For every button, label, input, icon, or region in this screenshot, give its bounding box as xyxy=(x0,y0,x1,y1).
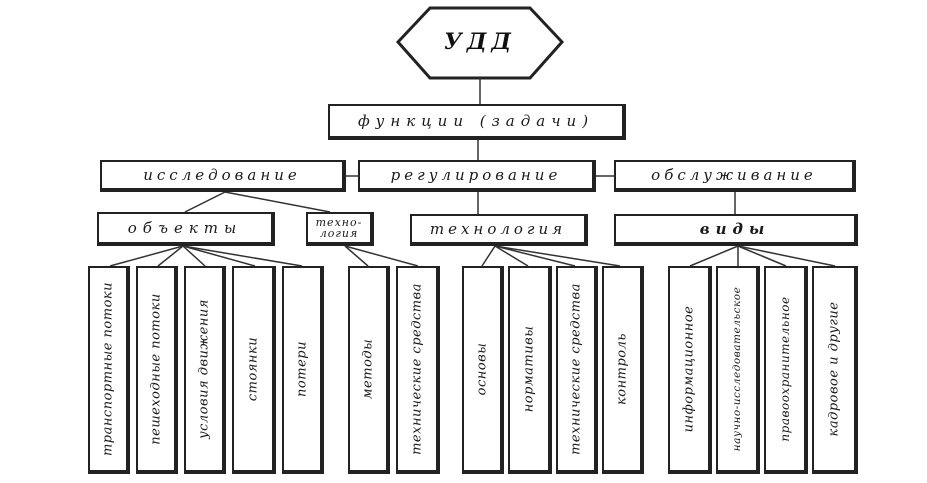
leaf-label: контроль xyxy=(614,333,630,405)
leaf-label: информационное xyxy=(681,305,697,433)
leaf-label: правоохранительное xyxy=(778,296,792,442)
leaf-label: технические средства xyxy=(568,283,584,455)
functions-label: функции (задачи) xyxy=(357,112,595,130)
functions-box: функции (задачи) xyxy=(328,104,626,140)
techno-small-label: техно- логия xyxy=(315,216,363,240)
leaf-label: транспортные потоки xyxy=(100,281,116,457)
leaf-box: технические средства xyxy=(556,266,598,474)
leaf-label: нормативы xyxy=(521,325,537,413)
leaf-label: стоянки xyxy=(245,336,261,402)
types-label: виды xyxy=(699,220,771,238)
leaf-box: кадровое и другие xyxy=(812,266,858,474)
leaf-label: методы xyxy=(360,338,376,400)
leaf-box: потери xyxy=(282,266,324,474)
technology-label: технология xyxy=(429,220,567,238)
leaf-box: технические средства xyxy=(396,266,440,474)
leaf-label: технические средства xyxy=(409,283,425,455)
leaf-label: кадровое и другие xyxy=(826,301,842,437)
techno-small-box: техно- логия xyxy=(306,212,374,246)
root-label: УДД xyxy=(444,29,516,55)
objects-box: объекты xyxy=(97,212,275,246)
objects-label: объекты xyxy=(127,219,243,237)
leaf-label: условия движения xyxy=(196,299,212,439)
root-hexagon xyxy=(395,6,565,80)
research-label: исследование xyxy=(143,166,301,184)
leaf-box: пешеходные потоки xyxy=(136,266,178,474)
leaf-box: информационное xyxy=(668,266,712,474)
regulation-box: регулирование xyxy=(358,160,596,192)
service-box: обслуживание xyxy=(614,160,856,192)
types-box: виды xyxy=(614,214,858,246)
leaf-label: научно-исследовательское xyxy=(731,286,743,452)
leaf-box: транспортные потоки xyxy=(88,266,130,474)
leaf-label: основы xyxy=(474,342,490,396)
regulation-label: регулирование xyxy=(390,166,562,184)
leaf-box: стоянки xyxy=(232,266,276,474)
leaf-label: пешеходные потоки xyxy=(148,293,164,445)
leaf-box: методы xyxy=(348,266,390,474)
leaf-box: основы xyxy=(462,266,504,474)
leaf-box: правоохранительное xyxy=(764,266,808,474)
leaf-box: условия движения xyxy=(184,266,226,474)
leaf-label: потери xyxy=(294,341,310,397)
leaf-box: научно-исследовательское xyxy=(716,266,760,474)
service-label: обслуживание xyxy=(651,166,817,184)
research-box: исследование xyxy=(100,160,346,192)
leaf-box: контроль xyxy=(602,266,644,474)
technology-box: технология xyxy=(410,214,588,246)
leaf-box: нормативы xyxy=(508,266,552,474)
